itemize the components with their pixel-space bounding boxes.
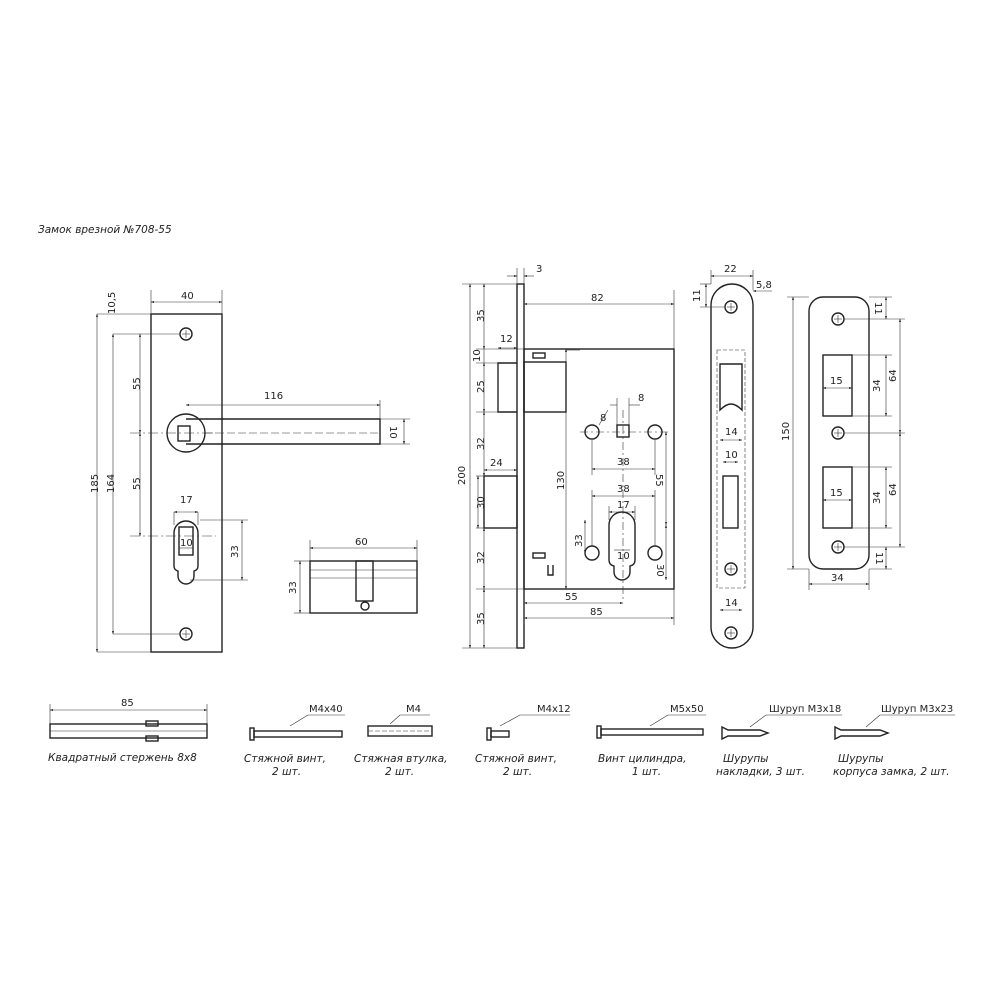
part-3-caption-1: Стяжная втулка, [354, 753, 448, 765]
part-spindle [49, 704, 208, 742]
dim-strike-width: 34 [831, 573, 844, 584]
dim-cyl-10: 10 [617, 551, 630, 562]
dim-cyl-height: 33 [230, 545, 241, 558]
part-4-caption-1: Стяжной винт, [475, 753, 557, 765]
dim-face-58: 5,8 [756, 280, 772, 291]
strike-plate-view [787, 296, 905, 590]
dim-face-14a: 14 [725, 427, 738, 438]
part-5-caption-2: 1 шт. [632, 766, 661, 778]
part-7-caption-2: корпуса замка, 2 шт. [833, 766, 950, 778]
dim-hole-8a: 8 [600, 413, 606, 424]
part-5-caption-1: Винт цилиндра, [598, 753, 686, 765]
dim-mid-32b: 32 [476, 551, 487, 564]
dim-face-22: 22 [724, 264, 737, 275]
dim-face-14b: 14 [725, 598, 738, 609]
dim-plate-height: 185 [90, 474, 101, 493]
dim-latch-25: 25 [476, 380, 487, 393]
dim-hole-8b: 8 [638, 393, 644, 404]
dim-vert-55: 55 [653, 474, 664, 487]
part-2-spec: М4х40 [309, 704, 343, 715]
dim-plate-top-offset: 10,5 [107, 292, 118, 314]
dim-handle-length: 116 [264, 391, 283, 402]
dim-bolt-depth: 24 [490, 458, 503, 469]
dim-strike-64b: 64 [888, 483, 899, 496]
dim-lock-height: 200 [457, 466, 468, 485]
dim-cyl-length: 60 [355, 537, 368, 548]
dim-top-35: 35 [476, 309, 487, 322]
part-7-caption-1: Шурупы [838, 753, 883, 765]
dim-mid-32a: 32 [476, 437, 487, 450]
dim-face-thickness: 3 [536, 264, 542, 275]
part-screw-m4x40 [249, 714, 345, 741]
dim-face-11: 11 [692, 289, 703, 302]
dim-face-10: 10 [725, 450, 738, 461]
part-screw-m4x12 [486, 714, 570, 741]
dim-body-depth: 82 [591, 293, 604, 304]
dim-plate-width: 40 [181, 291, 194, 302]
dim-strike-15b: 15 [830, 488, 843, 499]
dim-body-33: 33 [574, 534, 585, 547]
dim-vert-30: 30 [654, 564, 665, 577]
lock-body-view [462, 268, 675, 649]
part-6-caption-2: накладки, 3 шт. [716, 766, 805, 778]
part-screw-m5x50 [596, 714, 706, 739]
dim-backset-55: 55 [565, 592, 578, 603]
dim-strike-64a: 64 [888, 369, 899, 382]
dim-cyl-side: 33 [288, 581, 299, 594]
dim-strike-34b: 34 [872, 491, 883, 504]
part-6-spec: Шуруп М3х18 [769, 704, 841, 715]
dim-cyl-slot: 10 [180, 538, 193, 549]
dim-inner-130: 130 [556, 471, 567, 490]
dim-strike-34a: 34 [872, 379, 883, 392]
dim-handle-width: 10 [387, 426, 398, 439]
dim-strike-11b: 11 [873, 552, 884, 565]
part-sleeve-m4 [367, 714, 433, 737]
part-2-caption-1: Стяжной винт, [244, 753, 326, 765]
part-2-caption-2: 2 шт. [272, 766, 301, 778]
dim-cyl-17: 17 [617, 500, 630, 511]
part-7-spec: Шуруп М3х23 [881, 704, 953, 715]
part-6-caption-1: Шурупы [723, 753, 768, 765]
cylinder-view [294, 540, 418, 614]
dim-depth-85: 85 [590, 607, 603, 618]
dim-bolt-30: 30 [476, 496, 487, 509]
dim-handle-spacing-bottom: 55 [132, 477, 143, 490]
drawing-title: Замок врезной №708-55 [38, 224, 172, 236]
part-3-spec: М4 [406, 704, 421, 715]
dim-spacing-38a: 38 [617, 457, 630, 468]
dim-plate-holes: 164 [106, 474, 117, 493]
dim-handle-spacing-top: 55 [132, 377, 143, 390]
part-4-spec: М4х12 [537, 704, 571, 715]
part-1-spec: 85 [121, 698, 134, 709]
dim-cyl-width: 17 [180, 495, 193, 506]
dim-spacing-38b: 38 [617, 484, 630, 495]
faceplate-view [700, 270, 772, 649]
escutcheon-plate-view [95, 290, 410, 653]
part-3-caption-2: 2 шт. [385, 766, 414, 778]
dim-strike-15a: 15 [830, 376, 843, 387]
part-woodscrew-m3x18 [721, 714, 842, 741]
dim-latch-width: 12 [500, 334, 513, 345]
part-woodscrew-m3x23 [834, 714, 955, 741]
part-1-caption: Квадратный стержень 8х8 [48, 752, 197, 764]
dim-strike-150: 150 [781, 422, 792, 441]
part-4-caption-2: 2 шт. [503, 766, 532, 778]
dim-strike-11a: 11 [872, 302, 883, 315]
dim-bottom-35: 35 [476, 612, 487, 625]
dim-gap-10: 10 [472, 349, 483, 362]
part-5-spec: М5х50 [670, 704, 704, 715]
